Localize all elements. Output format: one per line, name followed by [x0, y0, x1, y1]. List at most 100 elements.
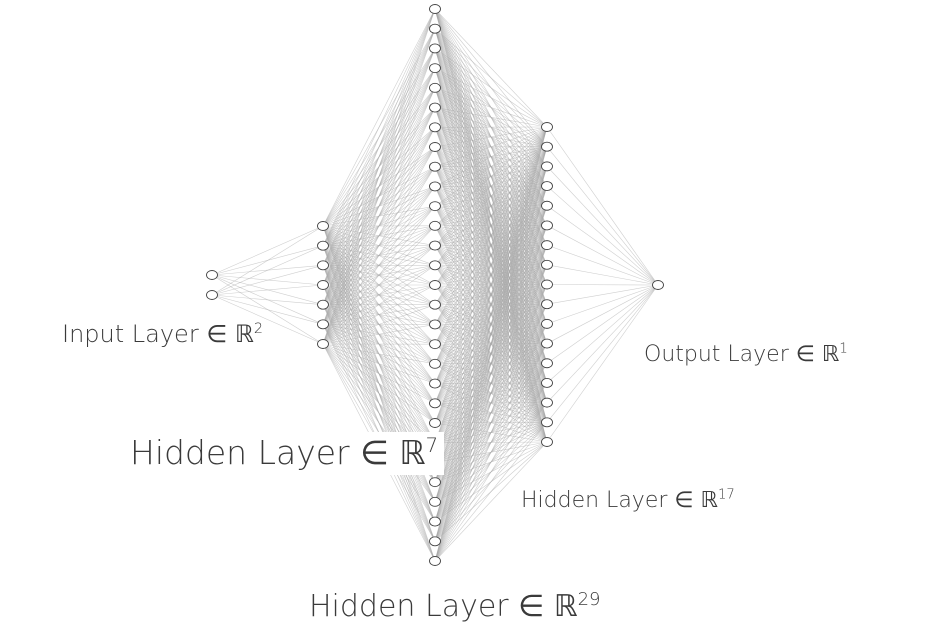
neuron-hidden-3-5	[541, 220, 553, 231]
connection-hidden-2-28-hidden-3-9	[434, 304, 548, 562]
connection-hidden-3-5-output-0	[546, 225, 659, 286]
connection-hidden-1-0-hidden-2-0	[322, 8, 436, 227]
hidden-layer-1-label: Hidden Layer ∈ ℝ7	[130, 432, 445, 475]
neuron-hidden-2-2	[429, 43, 441, 54]
connection-hidden-1-3-hidden-2-0	[322, 8, 436, 286]
connection-hidden-1-5-hidden-2-0	[322, 8, 436, 325]
input-layer-dimension: 2	[253, 321, 264, 337]
connection-hidden-2-23-hidden-3-0	[434, 126, 548, 463]
connection-hidden-1-6-hidden-2-12	[322, 245, 436, 345]
connection-hidden-2-28-hidden-3-16	[434, 441, 548, 562]
neuron-hidden-2-21	[429, 418, 441, 428]
neuron-hidden-2-17	[429, 339, 441, 350]
output-layer-label: Output Layer ∈ ℝ1	[640, 342, 852, 368]
connection-hidden-1-6-hidden-2-21	[322, 343, 436, 424]
neuron-hidden-3-13	[541, 377, 553, 388]
neuron-hidden-2-7	[429, 142, 441, 152]
connection-hidden-1-6-hidden-2-10	[322, 205, 436, 345]
neuron-hidden-2-19	[429, 378, 441, 389]
connection-hidden-2-17-hidden-3-0	[434, 126, 548, 345]
neuron-hidden-2-15	[429, 299, 441, 310]
connection-hidden-1-6-hidden-2-7	[322, 146, 436, 345]
connection-hidden-1-6-hidden-2-3	[322, 68, 436, 345]
neuron-hidden-1-6	[317, 339, 329, 349]
connection-input-1-hidden-1-4	[211, 294, 324, 305]
hidden-layer-3-dimension: 17	[717, 487, 735, 503]
connection-hidden-2-28-hidden-3-11	[434, 343, 548, 562]
neuron-hidden-1-0	[317, 221, 329, 231]
neuron-hidden-2-5	[429, 102, 441, 113]
neuron-hidden-1-3	[317, 280, 329, 290]
connection-hidden-2-11-hidden-3-0	[434, 126, 548, 227]
neuron-hidden-3-15	[541, 417, 553, 428]
connection-hidden-2-7-hidden-3-0	[434, 126, 548, 148]
connection-hidden-2-28-hidden-3-5	[434, 225, 548, 562]
connection-hidden-2-19-hidden-3-0	[434, 126, 548, 384]
connection-lines	[211, 8, 659, 562]
neuron-output-0	[652, 280, 664, 290]
connection-hidden-2-16-hidden-3-0	[434, 126, 548, 325]
connection-input-1-hidden-1-3	[211, 284, 324, 296]
neuron-hidden-1-1	[317, 240, 329, 251]
connection-hidden-3-16-output-0	[546, 284, 659, 443]
neuron-hidden-3-2	[541, 161, 553, 172]
neuron-hidden-2-25	[429, 496, 441, 507]
neuron-hidden-3-11	[541, 338, 553, 349]
neuron-hidden-2-9	[429, 181, 441, 192]
connection-hidden-1-6-hidden-2-15	[322, 304, 436, 345]
neuron-hidden-2-13	[429, 260, 441, 271]
connection-hidden-3-3-output-0	[546, 185, 659, 286]
connection-hidden-2-12-hidden-3-0	[434, 126, 548, 246]
neuron-hidden-3-6	[541, 240, 553, 251]
neuron-input-1	[206, 290, 218, 300]
connection-hidden-2-28-hidden-3-15	[434, 422, 548, 562]
connection-hidden-2-8-hidden-3-0	[434, 126, 548, 167]
connection-hidden-1-6-hidden-2-22	[322, 343, 436, 443]
connection-hidden-3-0-output-0	[546, 126, 659, 286]
neuron-hidden-2-24	[429, 477, 441, 488]
connection-hidden-3-4-output-0	[546, 205, 659, 286]
connection-hidden-2-4-hidden-3-0	[434, 87, 548, 128]
connection-hidden-1-6-hidden-2-11	[322, 225, 436, 345]
neuron-hidden-2-12	[429, 240, 441, 251]
connection-hidden-1-6-hidden-2-14	[322, 284, 436, 345]
connection-hidden-2-10-hidden-3-0	[434, 126, 548, 207]
connection-hidden-1-6-hidden-2-16	[322, 324, 436, 345]
hidden-layer-2-label-text: Hidden Layer ∈ ℝ	[309, 589, 578, 624]
neuron-hidden-1-4	[317, 299, 329, 310]
neuron-hidden-2-11	[429, 220, 441, 231]
connection-input-1-hidden-1-6	[211, 294, 324, 345]
connection-hidden-3-11-output-0	[546, 284, 659, 344]
connection-hidden-2-28-hidden-3-2	[434, 166, 548, 562]
connection-hidden-2-15-hidden-3-0	[434, 126, 548, 305]
connection-hidden-3-6-output-0	[546, 244, 659, 286]
neuron-hidden-2-8	[429, 161, 441, 172]
neuron-hidden-3-3	[541, 181, 553, 192]
neuron-hidden-2-1	[429, 23, 441, 34]
connection-hidden-2-2-hidden-3-0	[434, 48, 548, 128]
connection-hidden-2-13-hidden-3-0	[434, 126, 548, 266]
connection-hidden-2-1-hidden-3-0	[434, 28, 548, 128]
hidden-layer-1-label-text: Hidden Layer ∈ ℝ	[130, 433, 426, 472]
neuron-hidden-2-3	[429, 63, 441, 74]
connection-hidden-1-6-hidden-2-13	[322, 265, 436, 345]
connection-hidden-2-3-hidden-3-0	[434, 67, 548, 128]
connection-hidden-2-28-hidden-3-6	[434, 245, 548, 562]
neuron-hidden-2-16	[429, 319, 441, 330]
output-layer-dimension: 1	[839, 341, 848, 357]
connection-hidden-2-24-hidden-3-0	[434, 126, 548, 483]
connection-hidden-3-14-output-0	[546, 284, 659, 403]
connection-hidden-2-28-hidden-3-3	[434, 185, 548, 562]
connection-hidden-2-28-hidden-3-14	[434, 402, 548, 562]
hidden-layer-3-label-text: Hidden Layer ∈ ℝ	[521, 488, 718, 513]
hidden-layer-2-label: Hidden Layer ∈ ℝ29	[305, 590, 605, 624]
connection-hidden-2-25-hidden-3-0	[434, 126, 548, 502]
connection-hidden-2-0-hidden-3-0	[434, 8, 548, 128]
neuron-hidden-3-14	[541, 397, 553, 408]
input-layer-label: Input Layer ∈ ℝ2	[58, 320, 268, 348]
neuron-hidden-2-6	[429, 122, 441, 133]
connection-hidden-2-22-hidden-3-0	[434, 126, 548, 443]
connection-hidden-3-15-output-0	[546, 284, 659, 423]
connection-input-1-hidden-1-5	[211, 294, 324, 325]
connection-hidden-3-10-output-0	[546, 284, 659, 325]
